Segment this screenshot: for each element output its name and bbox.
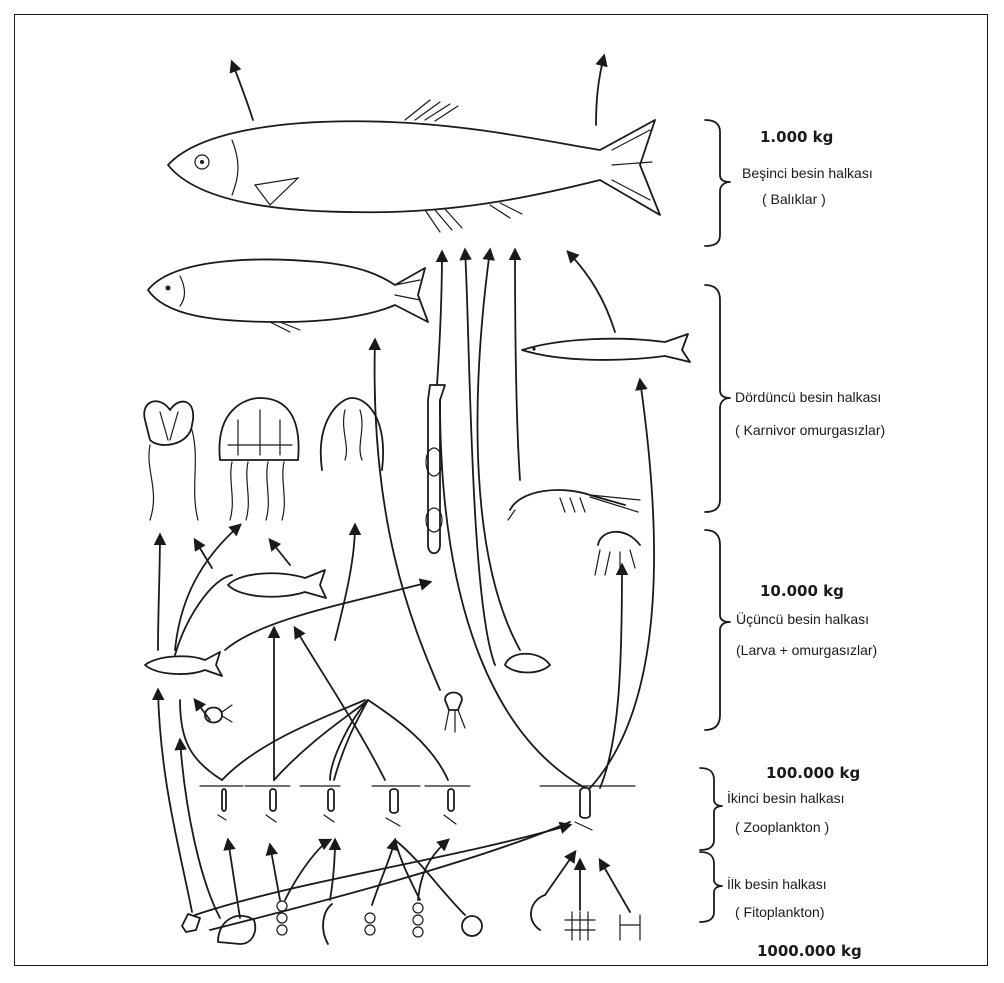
- level-3-group: (Larva + omurgasızlar): [736, 641, 877, 659]
- level-1-mass: 1000.000 kg: [757, 942, 862, 960]
- amphipod-icon: [595, 532, 640, 575]
- level-3-name: Üçüncü besin halkası: [736, 610, 869, 628]
- small-fish-icon: [148, 259, 428, 332]
- level-1-name: İlk besin halkası: [727, 875, 827, 893]
- gastropod-larva-icon: [505, 654, 550, 673]
- level-braces: [700, 120, 730, 922]
- larval-fish-icon: [228, 570, 326, 598]
- jellyfish-icon: [219, 398, 298, 520]
- ophiopluteus-icon: [445, 693, 465, 733]
- siphonophore-icon: [321, 398, 383, 470]
- large-fish-icon: [168, 100, 660, 232]
- ctenophore-icon: [144, 401, 198, 520]
- slender-fish-icon: [522, 334, 690, 362]
- level-4-name: Dördüncü besin halkası: [735, 388, 881, 406]
- copepod-icon: [200, 786, 635, 830]
- level-2-group: ( Zooplankton ): [735, 818, 829, 836]
- level-5-mass: 1.000 kg: [760, 128, 833, 146]
- larval-fish-left-icon: [145, 652, 222, 676]
- level-5-group: ( Balıklar ): [762, 190, 826, 208]
- level-2-mass: 100.000 kg: [766, 764, 860, 782]
- level-1-group: ( Fitoplankton): [735, 903, 824, 921]
- level-2-name: İkinci besin halkası: [727, 789, 845, 807]
- level-4-group: ( Karnivor omurgasızlar): [735, 421, 885, 439]
- level-5-name: Beşinci besin halkası: [742, 164, 873, 182]
- level-3-mass: 10.000 kg: [760, 582, 844, 600]
- shrimp-icon: [508, 490, 640, 520]
